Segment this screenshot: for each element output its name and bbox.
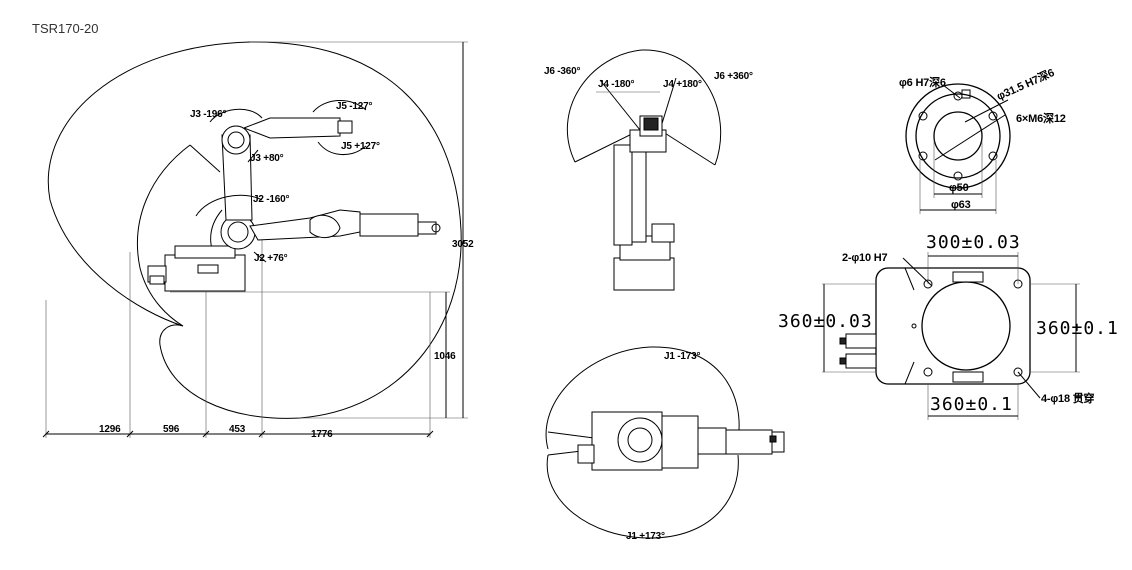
pcd-label: φ63 <box>951 199 971 211</box>
j2-max-label: J2 +76° <box>254 253 288 264</box>
j4-max-label: J4 +180° <box>663 79 702 90</box>
inner-dia-label: φ50 <box>949 182 969 194</box>
reach-back-label: 1296 <box>99 424 121 435</box>
j6-min-label: J6 -360° <box>544 66 581 77</box>
side-view-dimensions <box>43 42 468 438</box>
j1-max-label: J1 +173° <box>626 531 665 542</box>
j1-min-label: J1 -173° <box>664 351 701 362</box>
height-lower-label: 1046 <box>434 351 456 362</box>
front-view-robot <box>614 116 674 290</box>
j5-min-label: J5 -127° <box>336 101 373 112</box>
offset-a-label: 596 <box>163 424 180 435</box>
right-spacing-label: 360±0.1 <box>1036 318 1119 339</box>
bottom-spacing-label: 360±0.1 <box>930 394 1013 415</box>
height-total-label: 3052 <box>452 239 474 250</box>
front-view-envelope <box>567 50 720 165</box>
j5-max-label: J5 +127° <box>341 141 380 152</box>
flange-view <box>906 84 1010 214</box>
j6-max-label: J6 +360° <box>714 71 753 82</box>
side-view-robot <box>148 100 440 291</box>
j4-min-label: J4 -180° <box>598 79 635 90</box>
left-spacing-label: 360±0.03 <box>778 311 873 332</box>
top-view-robot <box>578 412 784 470</box>
drawing-title: TSR170-20 <box>32 21 99 36</box>
offset-b-label: 453 <box>229 424 246 435</box>
pin-hole-label: φ6 H7深6 <box>899 77 946 89</box>
mount-holes-label: 4-φ18 贯穿 <box>1041 393 1095 405</box>
j3-max-label: J3 +80° <box>250 153 284 164</box>
j2-min-label: J2 -160° <box>253 194 290 205</box>
pin-holes-label: 2-φ10 H7 <box>842 252 888 264</box>
top-spacing-label: 300±0.03 <box>926 232 1021 253</box>
screw-holes-label: 6×M6深12 <box>1016 113 1066 125</box>
j3-min-label: J3 -196° <box>190 109 227 120</box>
reach-front-label: 1776 <box>311 429 333 440</box>
base-view <box>822 252 1080 420</box>
